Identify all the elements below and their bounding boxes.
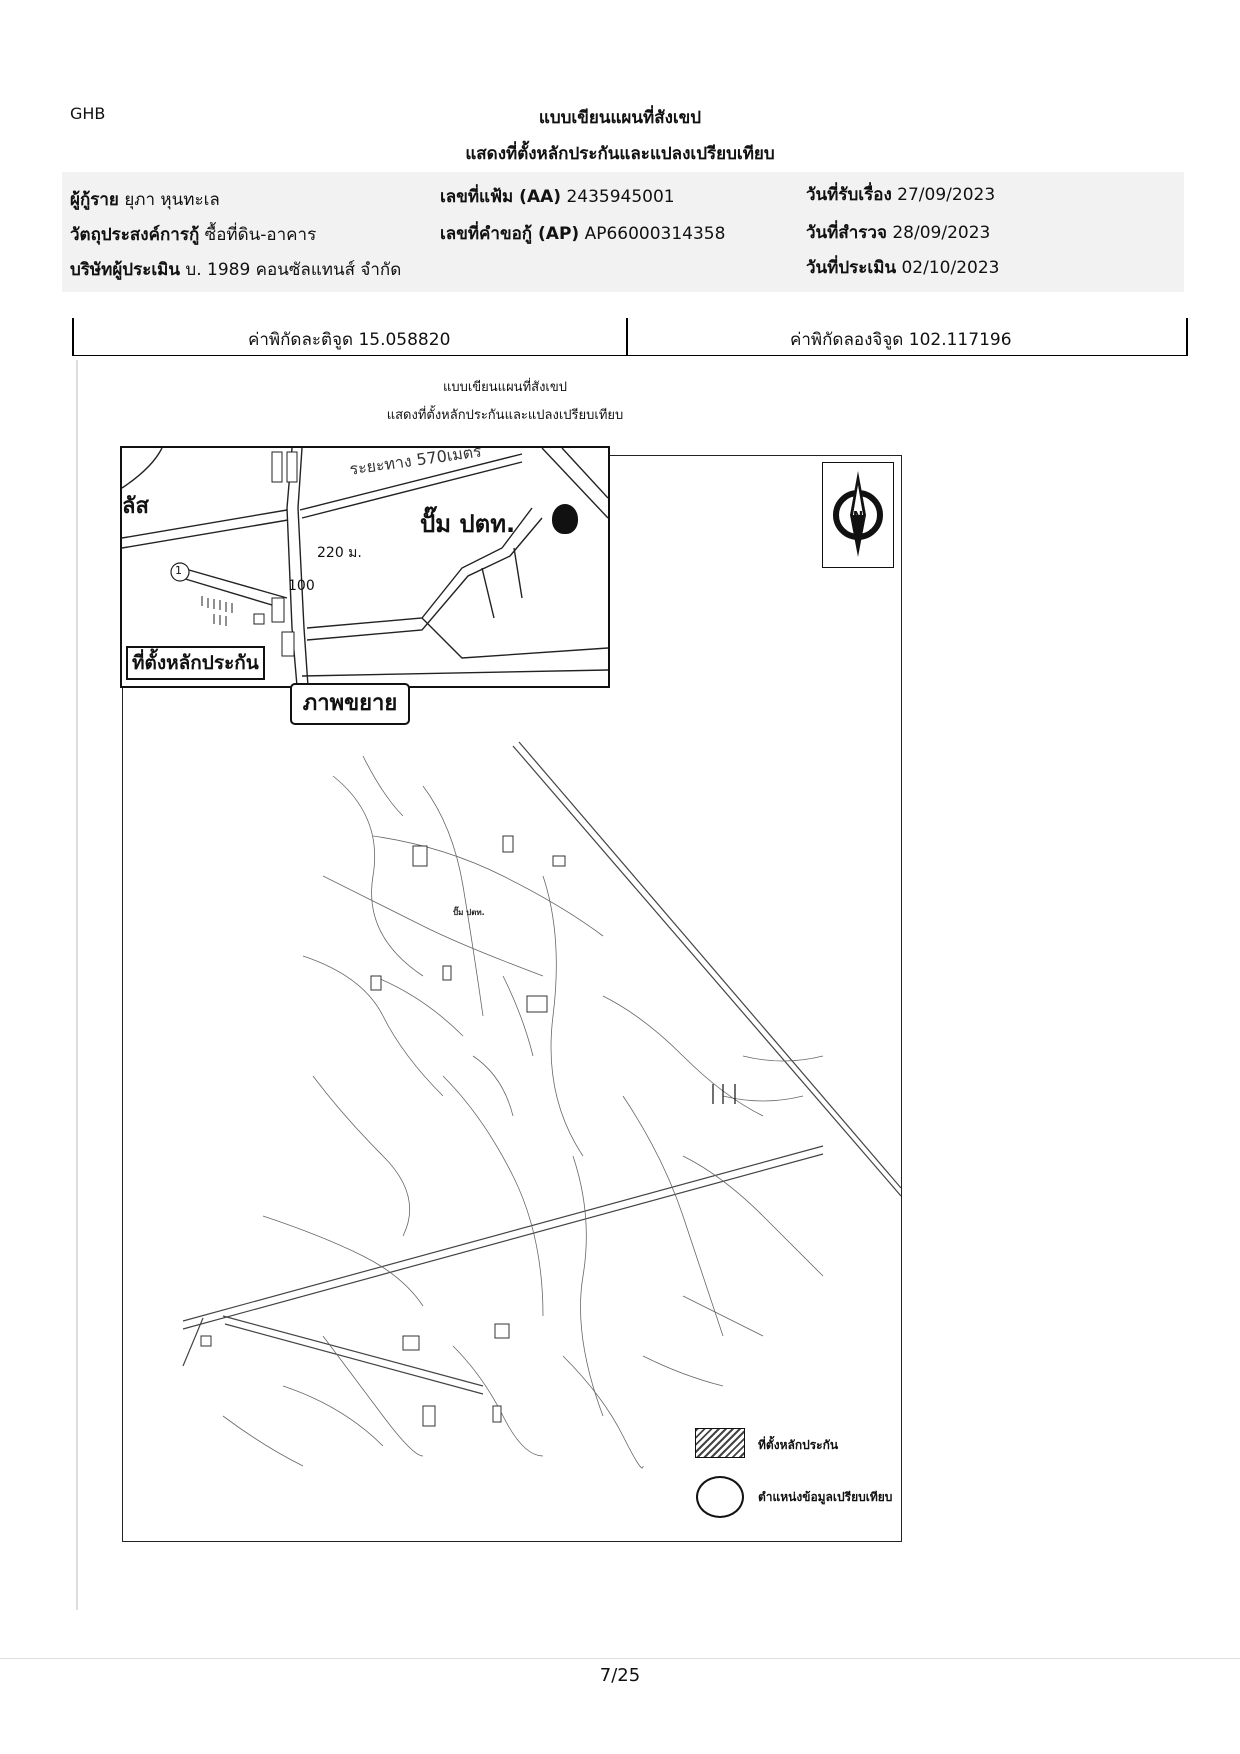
legend-comparison-label: ตำแหน่งข้อมูลเปรียบเทียบ [758,1490,893,1504]
map-subtitle: แสดงที่ตั้งหลักประกันและแปลงเปรียบเทียบ [386,408,624,423]
station-label-small: ปั๊ม ปตท. [453,908,485,917]
longitude-value: ค่าพิกัดลองจิจูด 102.117196 [790,330,1012,350]
legend-collateral-swatch [695,1428,745,1458]
page-subtitle: แสดงที่ตั้งหลักประกันและแปลงเปรียบเทียบ [465,144,775,164]
inset-partial-label: ลัส [122,494,149,519]
zoom-inset-map: 1 ลัส ระยะทาง 570เมตร ปั๊ม ปตท. 220 ม. 1… [120,446,610,688]
footer-divider [0,1658,1240,1659]
borrower-field: ผู้กู้ราย ยุภา หุนทะเล [70,190,220,210]
inset-marker-1: 1 [175,564,182,577]
legend-collateral-label: ที่ตั้งหลักประกัน [758,1438,839,1452]
north-arrow-icon [833,471,883,557]
inset-220-label: 220 ม. [317,545,362,561]
ptt-logo-icon [552,504,578,534]
compass-box: N [822,462,894,568]
road-map [182,741,901,1469]
latitude-value: ค่าพิกัดละติจูด 15.058820 [248,330,451,350]
inset-100-label: 100 [288,578,315,594]
legend-comparison-circle-icon [696,1476,744,1518]
survey-date-field: วันที่สำรวจ 28/09/2023 [806,223,991,243]
inset-station-label: ปั๊ม ปตท. [420,510,516,538]
brand-label: GHB [70,104,106,123]
file-number-field: เลขที่แฟ้ม (AA) 2435945001 [440,187,675,207]
margin-line [76,360,78,1610]
inset-collateral-label: ที่ตั้งหลักประกัน [126,646,265,680]
info-panel [62,172,1184,292]
page-title: แบบเขียนแผนที่สังเขป [538,108,702,128]
map-title: แบบเขียนแผนที่สังเขป [442,380,568,395]
map-frame: ปั๊ม ปตท. [122,455,902,1542]
zoom-badge: ภาพขยาย [290,683,410,725]
received-date-field: วันที่รับเรื่อง 27/09/2023 [806,185,996,205]
compass-letter: N [853,509,864,523]
request-number-field: เลขที่คำขอกู้ (AP) AP66000314358 [440,224,726,244]
page-number: 7/25 [599,1665,641,1686]
purpose-field: วัตถุประสงค์การกู้ ซื้อที่ดิน-อาคาร [70,225,317,245]
appraisal-date-field: วันที่ประเมิน 02/10/2023 [806,258,1000,278]
appraiser-field: บริษัทผู้ประเมิน บ. 1989 คอนซัลแทนส์ จำก… [70,260,402,280]
inset-roads [122,448,608,686]
coordinate-bar [72,318,1188,356]
